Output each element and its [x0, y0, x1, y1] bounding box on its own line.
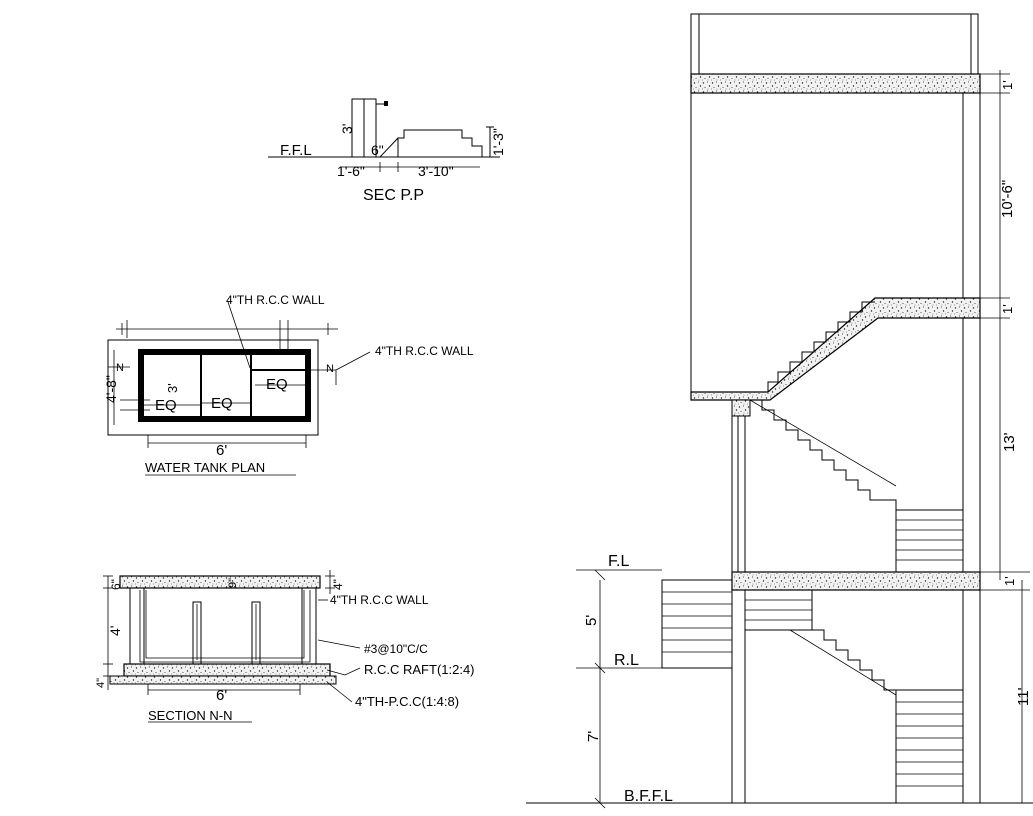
sec-pp-dim-3: 3': [339, 124, 355, 134]
bs-fl-label: F.L: [608, 553, 629, 570]
wtp-eq-3: EQ: [266, 376, 288, 393]
sec-pp-dim-1-3: 1'-3": [490, 128, 506, 156]
bs-dim-upper-floor: 10'-6": [999, 180, 1016, 218]
stair-treads-outside: [662, 591, 732, 653]
wtp-title: WATER TANK PLAN: [145, 460, 265, 475]
sec-pp-ffl-label: F.F.L: [280, 142, 312, 159]
sec-pp-dim-3-10: 3'-10": [418, 163, 454, 179]
bs-dim-lower-slab: 1': [1002, 576, 1017, 586]
snn-pcc-label: 4"TH-P.C.C(1:4:8): [355, 694, 459, 709]
bs-dim-ground-floor: 11': [1015, 687, 1032, 706]
sec-pp-title: SEC P.P: [363, 187, 424, 204]
water-tank-plan: [107, 301, 371, 476]
wtp-section-mark-left: N: [116, 362, 124, 374]
wtp-section-mark-right: N: [326, 363, 334, 375]
snn-dim-6-bottom: 6': [216, 687, 227, 704]
snn-rebar-label: #3@10"C/C: [364, 642, 428, 656]
sec-pp-dim-6in: 6": [371, 142, 384, 158]
snn-dim-4in-bottom: 4": [95, 678, 107, 688]
wtp-dim-3: 3': [165, 383, 180, 393]
wtp-eq-1: EQ: [155, 397, 177, 414]
wtp-wall-label-right: 4"TH R.C.C WALL: [375, 344, 474, 358]
snn-raft-label: R.C.C RAFT(1:2:4): [364, 662, 475, 677]
snn-dim-9in: 9": [227, 578, 239, 588]
bs-bffl-label: B.F.F.L: [624, 788, 673, 805]
wtp-dim-4-8: 4'-8": [103, 375, 119, 403]
bs-dim-7: 7': [585, 731, 602, 742]
stair-treads-mid: [896, 519, 963, 561]
section-nn-detail: [103, 570, 361, 723]
snn-dim-6in-left: 6": [109, 579, 123, 590]
sec-pp-dim-1-6: 1'-6": [337, 163, 365, 179]
wtp-wall-label-top: 4"TH R.C.C WALL: [226, 293, 325, 307]
stair-treads-lower: [896, 701, 963, 787]
sec-pp-detail: [268, 98, 500, 172]
snn-wall-label: 4"TH R.C.C WALL: [330, 593, 429, 607]
bs-dim-middle-floor: 13': [1001, 432, 1018, 452]
building-section: [526, 13, 1033, 809]
bs-dim-5: 5': [583, 615, 600, 626]
bs-dim-top-slab: 1': [1000, 80, 1015, 90]
snn-dim-4: 4': [107, 626, 123, 636]
wtp-eq-2: EQ: [211, 395, 233, 412]
bs-rl-label: R.L: [614, 652, 639, 669]
wtp-dim-6: 6': [216, 442, 227, 459]
snn-dim-4in-right: 4": [331, 579, 345, 590]
snn-title: SECTION N-N: [148, 708, 233, 723]
bs-dim-mid-slab: 1': [1000, 304, 1015, 314]
